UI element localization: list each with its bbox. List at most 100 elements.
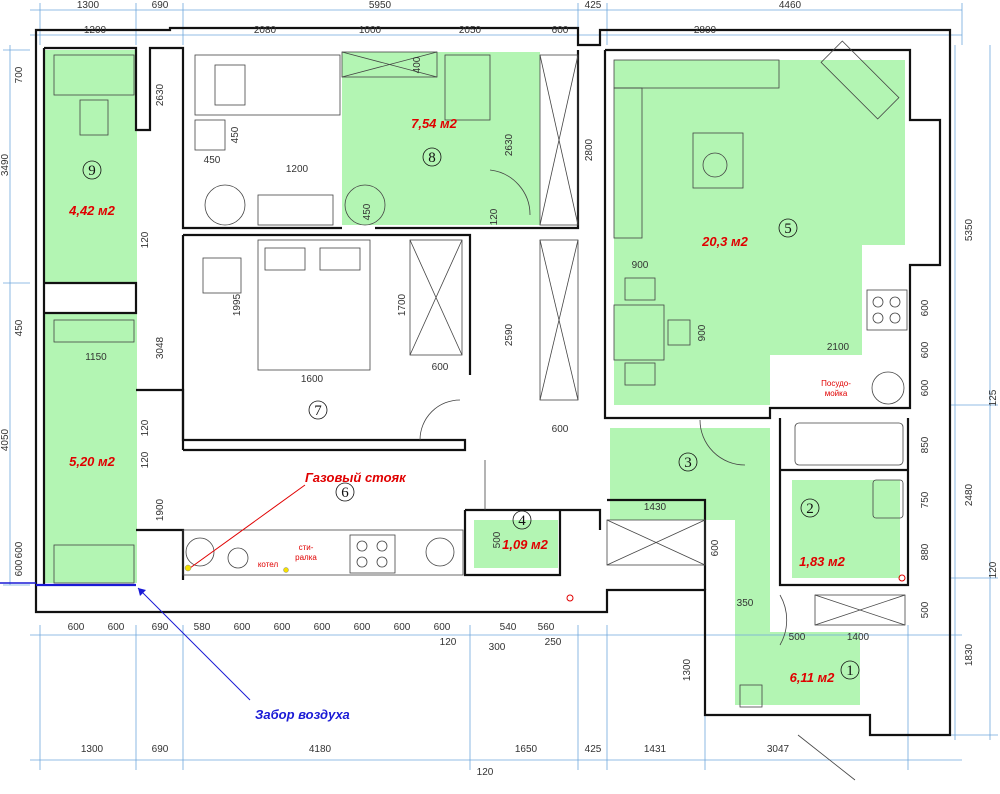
dim-bottom-13: 350 — [737, 598, 754, 609]
dim-right-inner-2: 600 — [920, 341, 931, 358]
dim-bottom-extra: 120 — [477, 767, 494, 778]
room-2-fill — [792, 480, 900, 578]
dim-int-6: 2630 — [504, 133, 515, 156]
desk-room8 — [194, 54, 341, 116]
dishwasher-label-1: Посудо- — [821, 379, 851, 388]
dim-int-22: 1900 — [155, 498, 166, 521]
dim-int-15: 600 — [432, 362, 449, 373]
dim-right-4: 1830 — [964, 643, 975, 666]
room-area-10: 5,20 м2 — [69, 454, 116, 469]
dim-bottom-outer-5: 425 — [585, 744, 602, 755]
dining-table — [613, 304, 665, 361]
dim-int-13: 1700 — [397, 293, 408, 316]
dim-left-2: 3490 — [0, 153, 11, 176]
dim-int-23: 1430 — [644, 502, 667, 513]
sink-bath — [872, 479, 904, 519]
room-5-fill — [614, 60, 905, 405]
dim-int-7: 120 — [489, 208, 500, 225]
dim-int-2: 450 — [204, 155, 221, 166]
gas-riser-note: Газовый стояк — [305, 470, 407, 485]
dim-left-4: 4050 — [0, 428, 11, 451]
wardrobe-hall — [539, 54, 579, 226]
bed — [257, 239, 371, 371]
dim-right-inner-3: 600 — [920, 379, 931, 396]
top-dimensions: 1300 690 5950 425 4460 1200 2080 1000 20… — [77, 0, 802, 36]
right-dimensions: 5350 125 2480 1830 600 600 600 850 750 8… — [920, 218, 999, 666]
room-area-9: 4,42 м2 — [68, 203, 116, 218]
tv-stand — [820, 40, 900, 120]
dim-right-2: 125 — [988, 389, 999, 406]
room-area-4: 1,09 м2 — [502, 537, 549, 552]
room-number-7: 7 — [314, 403, 322, 419]
dim-left-5: 600 — [14, 559, 25, 576]
dim-bottom-8: 600 — [354, 622, 371, 633]
dim-top-inner-2: 2080 — [254, 25, 277, 36]
dim-int-3: 450 — [230, 126, 241, 143]
dim-int-8: 2800 — [584, 138, 595, 161]
room-number-4: 4 — [518, 513, 526, 529]
dim-top-3: 5950 — [369, 0, 392, 11]
washer-label-1: сти- — [299, 543, 314, 552]
room-4-fill — [474, 520, 558, 568]
dim-int-24: 500 — [492, 531, 503, 548]
dim-bottom-4: 580 — [194, 622, 211, 633]
dim-int-12: 1995 — [232, 293, 243, 316]
dim-top-inner-1: 1200 — [84, 25, 107, 36]
dim-top-4: 425 — [585, 0, 602, 11]
room-fills — [45, 50, 905, 705]
dim-top-5: 4460 — [779, 0, 802, 11]
dim-bottom-outer-6: 1431 — [644, 744, 667, 755]
room-number-3: 3 — [684, 455, 692, 471]
dim-int-1: 2630 — [155, 83, 166, 106]
air-intake-note: Забор воздуха — [255, 707, 350, 722]
dim-bottom-5: 600 — [234, 622, 251, 633]
dim-top-inner-3: 1000 — [359, 25, 382, 36]
dim-bottom-14: 500 — [789, 632, 806, 643]
dim-int-11: 2100 — [827, 342, 850, 353]
dim-int-9: 900 — [632, 260, 649, 271]
bottom-dimensions: 600 600 690 580 600 600 600 600 600 600 … — [68, 598, 870, 778]
stove-room5 — [866, 289, 908, 331]
dim-int-16: 2590 — [504, 323, 515, 346]
appliance-labels: Посудо- мойка сти- ралка котел — [258, 379, 851, 569]
wardrobe-room8 — [341, 51, 438, 78]
room-areas: 6,11 м2 1,83 м2 1,09 м2 20,3 м2 7,54 м2 … — [68, 116, 846, 685]
dim-int-10: 900 — [697, 324, 708, 341]
dim-bottom-r2-3: 250 — [545, 637, 562, 648]
room-area-2: 1,83 м2 — [799, 554, 846, 569]
left-dimensions: 700 3490 450 4050 600 — [0, 66, 25, 576]
dim-top-inner-5: 600 — [552, 25, 569, 36]
dim-top-inner-6: 2800 — [694, 25, 717, 36]
dim-top-1: 1300 — [77, 0, 100, 11]
dim-bottom-7: 600 — [314, 622, 331, 633]
room-area-8: 7,54 м2 — [411, 116, 458, 131]
room-numbers: 1 2 3 4 5 6 7 8 9 — [82, 147, 860, 680]
dim-bottom-2: 600 — [108, 622, 125, 633]
interior-dimensions: 2630 450 450 1200 400 2630 120 2800 900 … — [14, 56, 850, 681]
dim-int-28: 450 — [362, 203, 373, 220]
kitchen-counter — [182, 529, 464, 576]
dim-int-18: 120 — [140, 419, 151, 436]
dim-right-inner-7: 120 — [988, 561, 999, 578]
room-9-fill — [45, 50, 137, 282]
dim-right-inner-4: 850 — [920, 436, 931, 453]
room-3-fill — [610, 428, 860, 705]
dim-bottom-r2-1: 120 — [440, 637, 457, 648]
dim-bottom-9: 600 — [394, 622, 411, 633]
room-number-6: 6 — [341, 485, 349, 501]
dim-int-29: 120 — [140, 451, 151, 468]
dim-right-inner-8: 500 — [920, 601, 931, 618]
walls — [34, 26, 952, 737]
room-number-1: 1 — [846, 663, 854, 679]
room-8-fill — [342, 52, 540, 225]
dimension-lines — [3, 3, 998, 770]
dim-bottom-outer-3: 4180 — [309, 744, 332, 755]
fixtures — [53, 40, 908, 781]
room-area-5: 20,3 м2 — [701, 234, 749, 249]
wardrobe-room7 — [409, 239, 463, 356]
room-number-2: 2 — [806, 501, 814, 517]
dim-int-25: 600 — [710, 539, 721, 556]
dishwasher-label-2: мойка — [825, 389, 848, 398]
dim-right-inner-1: 600 — [920, 299, 931, 316]
